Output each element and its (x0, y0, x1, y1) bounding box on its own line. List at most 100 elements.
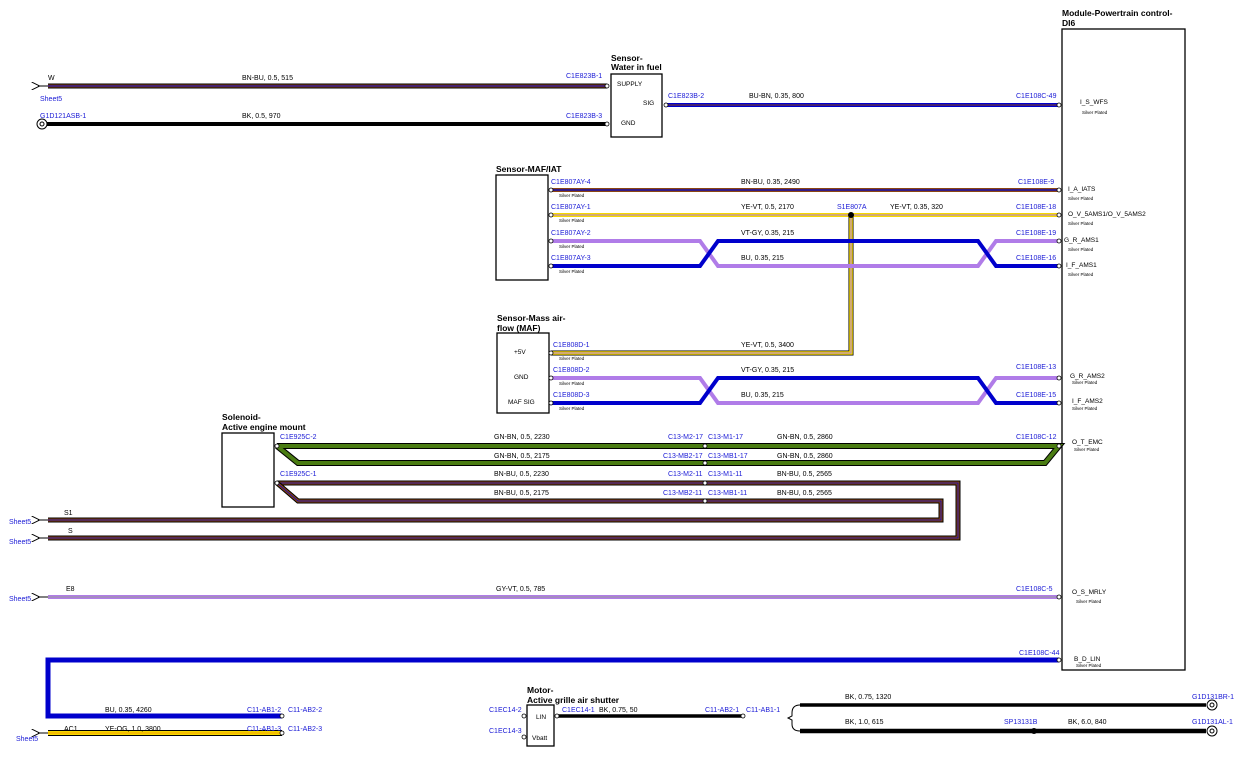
wire-label: YE-VT, 0.35, 320 (890, 204, 943, 211)
connector-label: G1D121ASB-1 (40, 113, 86, 120)
sheet-link[interactable]: Sheet5 (16, 736, 38, 743)
maf-iat-sensor-module[interactable]: Sensor-MAF/IAT (495, 164, 562, 281)
pcm-title-2: DI6 (1062, 18, 1076, 28)
mount-title-2: Active engine mount (222, 422, 306, 432)
plating-note: Silver Plated (1068, 196, 1094, 201)
plating-note: Silver Plated (559, 193, 585, 198)
terminal (1056, 594, 1062, 600)
connector-label: G1D131BR-1 (1192, 694, 1234, 701)
pcm-pin: I_F_AMS2 (1072, 398, 1103, 405)
terminal (1056, 102, 1062, 108)
terminal (1056, 657, 1062, 663)
wire-label: BU, 0.35, 215 (741, 392, 784, 399)
pcm-pin: I_S_WFS (1080, 99, 1108, 106)
plating-note: Silver Plated (559, 244, 585, 249)
plating-note: Silver Plated (559, 218, 585, 223)
wif-sensor-module[interactable]: Sensor- Water in fuel SUPPLY SIG GND (610, 53, 663, 138)
wire-bu[interactable] (45, 657, 1059, 719)
wire-label: GN-BN, 0.5, 2175 (494, 453, 550, 460)
maf-title-2: flow (MAF) (497, 323, 541, 333)
connector-label: C1E108C-12 (1016, 434, 1057, 441)
wire-label: GN-BN, 0.5, 2860 (777, 453, 833, 460)
grille-pin: Vbatt (532, 735, 547, 742)
pcm-pin: O_T_EMC (1072, 439, 1103, 446)
maf-pin: MAF SIG (508, 399, 535, 406)
connector-label: C1E108E-15 (1016, 392, 1056, 399)
offsheet-id: E8 (66, 586, 75, 593)
connector-label: C1E108C-5 (1016, 586, 1053, 593)
terminal (663, 102, 669, 108)
plating-note: Silver Plated (1076, 599, 1102, 604)
terminal (548, 400, 554, 406)
pcm-pin: G_R_AMS1 (1064, 237, 1099, 244)
sheet-link[interactable]: Sheet5 (9, 596, 31, 603)
mount-title: Solenoid- (222, 412, 261, 422)
ground-icon (1206, 725, 1218, 737)
pcm-module[interactable]: Module-Powertrain control- DI6 I_S_WFS S… (1061, 8, 1186, 671)
terminal (548, 212, 554, 218)
wire-ye-vt[interactable] (551, 212, 1059, 356)
wire-gn-bn[interactable] (275, 443, 1066, 466)
plating-note: Silver Plated (1068, 221, 1094, 226)
connector-label: C1E823B-1 (566, 73, 602, 80)
maf-pin: +5V (514, 349, 526, 356)
terminal (604, 121, 610, 127)
connector-label: G1D131AL-1 (1192, 719, 1233, 726)
terminal (1056, 238, 1062, 244)
wire-label: GN-BN, 0.5, 2230 (494, 434, 550, 441)
connector-label: C11-AB1-1 (746, 707, 780, 714)
terminal (548, 350, 554, 356)
connector-label: C1E925C-1 (280, 471, 317, 478)
offsheet-refs: W Sheet5 S1 Sheet5 S Sheet5 E8 Sheet5 AC… (9, 75, 78, 743)
sheet-link[interactable]: Sheet5 (9, 539, 31, 546)
wire-label: YE-VT, 0.5, 2170 (741, 204, 794, 211)
grille-title-2: Active grille air shutter (527, 695, 620, 705)
wire-label: GN-BN, 0.5, 2860 (777, 434, 833, 441)
maf-pin: GND (514, 374, 529, 381)
connector-label: C1E108C-44 (1019, 650, 1060, 657)
grille-pin: LIN (536, 714, 546, 721)
plating-note: Silver Plated (1074, 447, 1100, 452)
wire-twisted-pair[interactable] (551, 239, 1059, 268)
terminal (274, 443, 280, 449)
wire-label: BN-BU, 0.5, 2565 (777, 490, 832, 497)
terminal (604, 83, 610, 89)
engine-mount-solenoid-module[interactable]: Solenoid- Active engine mount (221, 412, 306, 508)
wire-bn-bu[interactable] (38, 480, 961, 538)
connector-label: C13-MB1-17 (708, 453, 748, 460)
maf-sensor-module[interactable]: Sensor-Mass air- flow (MAF) +5V GND MAF … (496, 313, 566, 414)
grille-shutter-motor-module[interactable]: Motor- Active grille air shutter LIN Vba… (526, 685, 620, 747)
wire-label: GY-VT, 0.5, 785 (496, 586, 545, 593)
sheet-link[interactable]: Sheet5 (9, 519, 31, 526)
wire-label: BK, 0.75, 1320 (845, 694, 891, 701)
wire-label: BU-BN, 0.35, 800 (749, 93, 804, 100)
connector-label: C1E108C-49 (1016, 93, 1057, 100)
connector-label: C1E823B-2 (668, 93, 704, 100)
wire-label: BN-BU, 0.35, 2490 (741, 179, 800, 186)
wif-pin: SUPPLY (617, 81, 643, 88)
connector-label: C1E807AY-2 (551, 230, 591, 237)
splice-label: S1E807A (837, 204, 867, 211)
maf-title: Sensor-Mass air- (497, 313, 566, 323)
connector-label: C1EC14-1 (562, 707, 595, 714)
connector-label: C1E925C-2 (280, 434, 317, 441)
wire-labels: BN-BU, 0.5, 515 BK, 0.5, 970 BU-BN, 0.35… (105, 75, 1107, 733)
wire-label: BN-BU, 0.5, 2230 (494, 471, 549, 478)
connector-label: C11-AB2-2 (288, 707, 322, 714)
offsheet-id: AC1 (64, 726, 78, 733)
pcm-pin: I_F_AMS1 (1066, 262, 1097, 269)
sheet-link[interactable]: Sheet5 (40, 96, 62, 103)
connector-label: C1E108E-9 (1018, 179, 1054, 186)
wires (38, 86, 1206, 734)
connector-label: C13-MB2-11 (663, 490, 702, 497)
connector-label: C13-M1-17 (708, 434, 743, 441)
connector-label: C1E823B-3 (566, 113, 602, 120)
offsheet-id: S (68, 528, 73, 535)
maf-iat-title: Sensor-MAF/IAT (496, 164, 562, 174)
wire-twisted-pair[interactable] (551, 376, 1059, 405)
wif-pin: SIG (643, 100, 654, 107)
connector-label: C11-AB2-1 (705, 707, 739, 714)
connector-label: C1E808D-2 (553, 367, 590, 374)
plating-note: Silver Plated (559, 406, 585, 411)
